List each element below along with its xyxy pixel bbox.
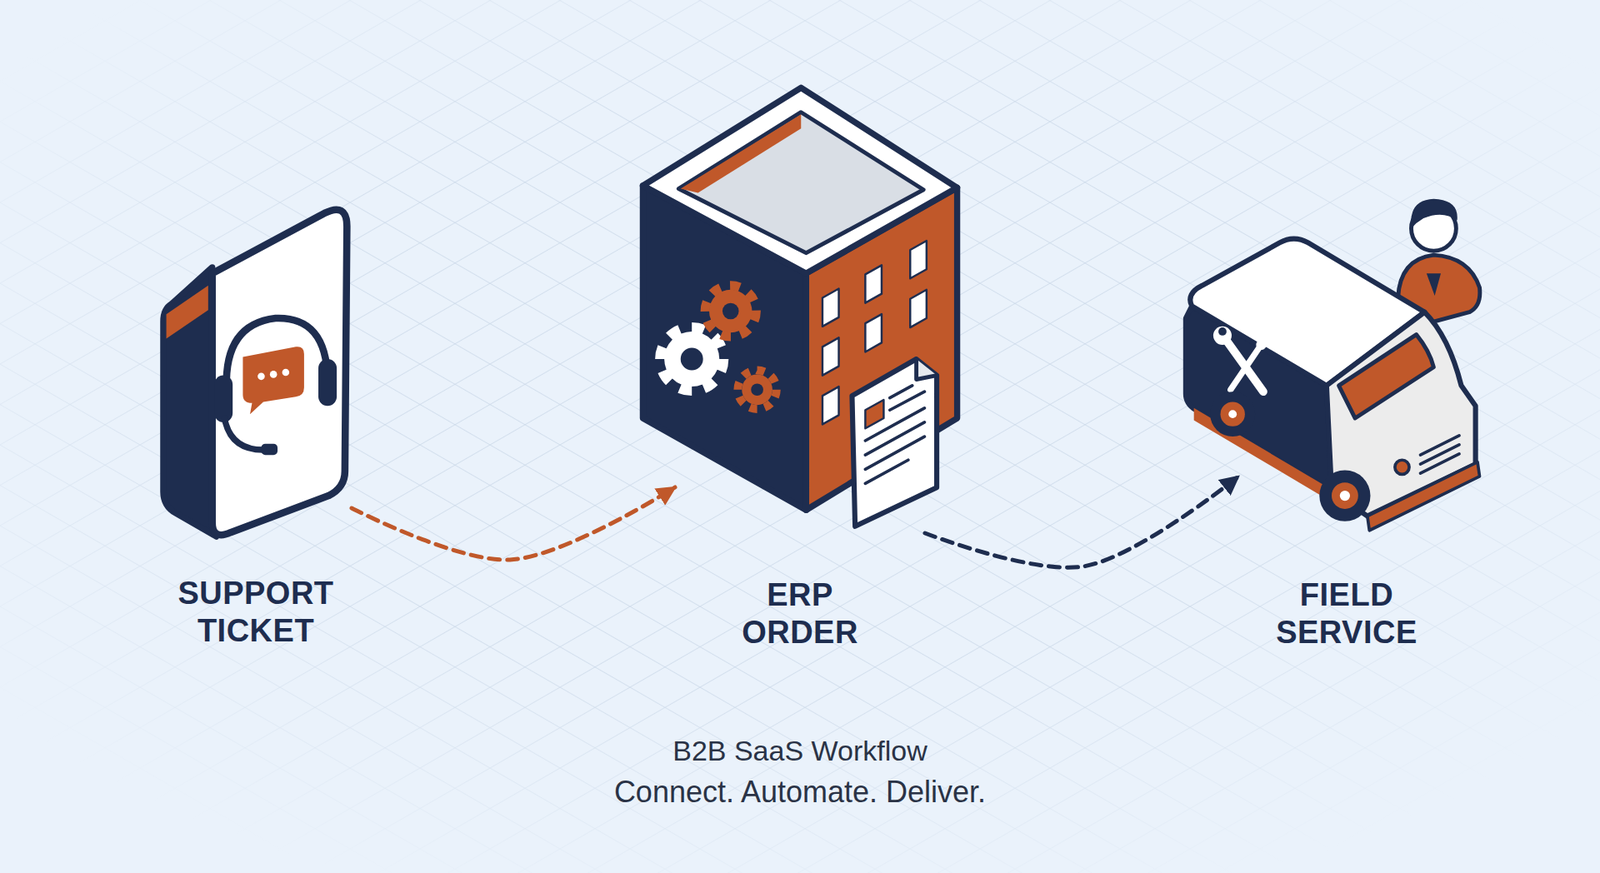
tablet-icon: [212, 210, 348, 536]
window: [822, 337, 840, 375]
headset-icon: [242, 346, 304, 415]
headset-icon: [260, 444, 278, 455]
document-icon: [851, 359, 937, 527]
van-icon: [1210, 391, 1255, 437]
tablet-icon: [166, 285, 209, 340]
van-icon: [1220, 401, 1245, 426]
gear: [750, 383, 764, 396]
illustration: [163, 87, 1480, 537]
step-label: SUPPORT TICKET: [177, 575, 334, 650]
workflow-step: SUPPORT TICKET: [160, 210, 352, 650]
headset-icon: [270, 370, 278, 379]
tablet-icon: [163, 210, 347, 537]
headset-icon: [214, 318, 337, 455]
gear: [660, 327, 724, 391]
headset-icon: [224, 418, 265, 450]
building-icon: [642, 87, 957, 274]
van-icon: [1319, 470, 1370, 521]
building-icon: [678, 112, 924, 254]
van-icon: [1420, 435, 1460, 474]
gear: [709, 290, 752, 333]
technician-icon: [1426, 273, 1441, 296]
window: [910, 290, 927, 328]
gear: [705, 285, 756, 337]
workflow-step: ERP ORDER: [675, 83, 925, 652]
van-icon: [1213, 326, 1232, 345]
van-icon: [1339, 335, 1435, 419]
flow-arrow: [925, 476, 1239, 568]
gear: [741, 374, 773, 405]
caption-block: B2B SaaS WorkflowConnect. Automate. Deli…: [0, 731, 1600, 814]
caption: B2B SaaS Workflow: [0, 731, 1600, 772]
van-icon: [1228, 410, 1237, 419]
gear: [737, 370, 777, 410]
tablet-icon: [163, 267, 217, 537]
document-icon: [851, 359, 937, 527]
building-icon: [642, 87, 957, 527]
headset-icon: [282, 369, 290, 377]
window: [865, 314, 882, 352]
building-icon: [680, 114, 801, 193]
step-label: ERP ORDER: [741, 576, 859, 652]
document-icon: [865, 385, 925, 485]
gear: [664, 331, 720, 387]
headset-icon: [318, 359, 337, 406]
gear: [680, 348, 704, 371]
van-icon: [1340, 490, 1350, 501]
van-icon: [1395, 460, 1410, 475]
headset-icon: [257, 373, 265, 381]
gear: [722, 303, 740, 320]
document-icon: [865, 400, 884, 429]
workflow-step: FIELD SERVICE: [1238, 196, 1455, 652]
van-icon: [1218, 327, 1227, 336]
step-label: FIELD SERVICE: [1275, 576, 1418, 652]
van-icon: [1331, 482, 1359, 510]
headset-icon: [214, 375, 233, 423]
flow-arrow: [351, 487, 675, 560]
tagline: Connect. Automate. Deliver.: [0, 771, 1600, 814]
document-icon: [916, 359, 937, 380]
van-icon: [1185, 239, 1480, 531]
van-icon: [1260, 330, 1271, 345]
window: [822, 386, 840, 425]
gear: [660, 285, 777, 410]
window: [910, 240, 927, 279]
technician-icon: [1410, 199, 1458, 230]
window: [822, 289, 840, 327]
window: [865, 265, 882, 303]
